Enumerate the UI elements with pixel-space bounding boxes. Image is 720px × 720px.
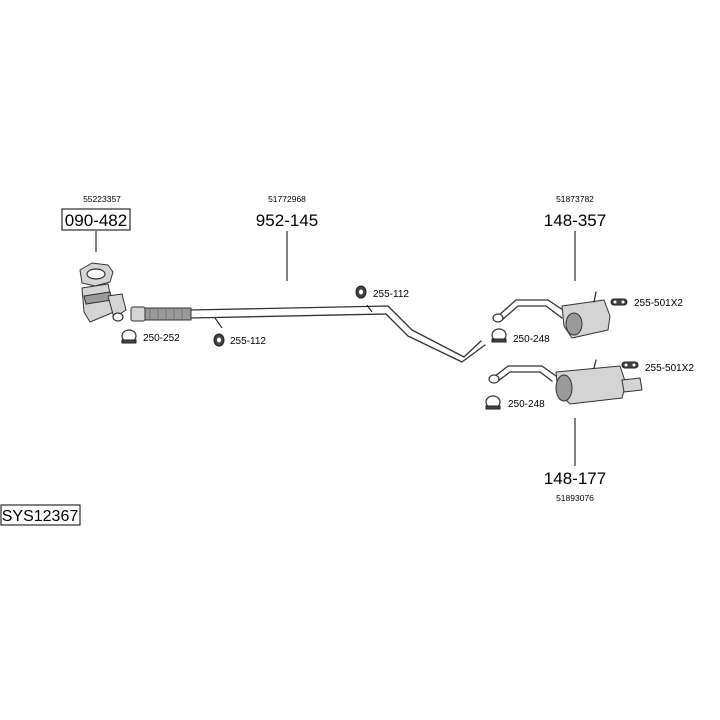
mount-255-112-a-label: 255-112: [373, 289, 409, 300]
rear-silencer-a-oem-number: 51873782: [556, 194, 594, 204]
mount-255-112-b-label: 255-112: [230, 336, 266, 347]
clamp-250-248-b-label: 250-248: [508, 399, 545, 410]
clamp-250-248-a-label: 250-248: [513, 334, 550, 345]
mount-255-501-a-icon[interactable]: [610, 298, 628, 306]
middle-pipe-oem-number: 51772968: [268, 194, 306, 204]
middle-pipe-part[interactable]: [130, 304, 486, 363]
rear-silencer-a-code[interactable]: 148-357: [544, 211, 606, 230]
clamp-250-248-b-icon[interactable]: [485, 395, 501, 410]
mount-255-112-b-icon[interactable]: [213, 333, 225, 347]
rear-silencer-b-part[interactable]: [488, 359, 643, 405]
rear-silencer-a-part[interactable]: [492, 291, 611, 339]
middle-pipe-code[interactable]: 952-145: [256, 211, 318, 230]
catalyst-part[interactable]: [79, 262, 127, 323]
rear-silencer-b-oem-number: 51893076: [556, 493, 594, 503]
catalyst-code-box: [61, 208, 131, 231]
rear-silencer-b-code[interactable]: 148-177: [544, 469, 606, 488]
mount-255-501-b-icon[interactable]: [621, 361, 639, 369]
clamp-250-252-label: 250-252: [143, 333, 180, 344]
mount-255-112-a-icon[interactable]: [355, 285, 367, 299]
system-code-box: [0, 504, 81, 526]
mount-255-501-b-label: 255-501X2: [645, 363, 694, 374]
clamp-250-252-icon[interactable]: [121, 329, 137, 344]
clamp-250-248-a-icon[interactable]: [491, 328, 507, 343]
mount-255-501-a-label: 255-501X2: [634, 298, 683, 309]
catalyst-oem-number: 55223357: [83, 194, 121, 204]
system-code: SYS12367: [2, 508, 79, 525]
catalyst-code[interactable]: 090-482: [65, 211, 127, 230]
